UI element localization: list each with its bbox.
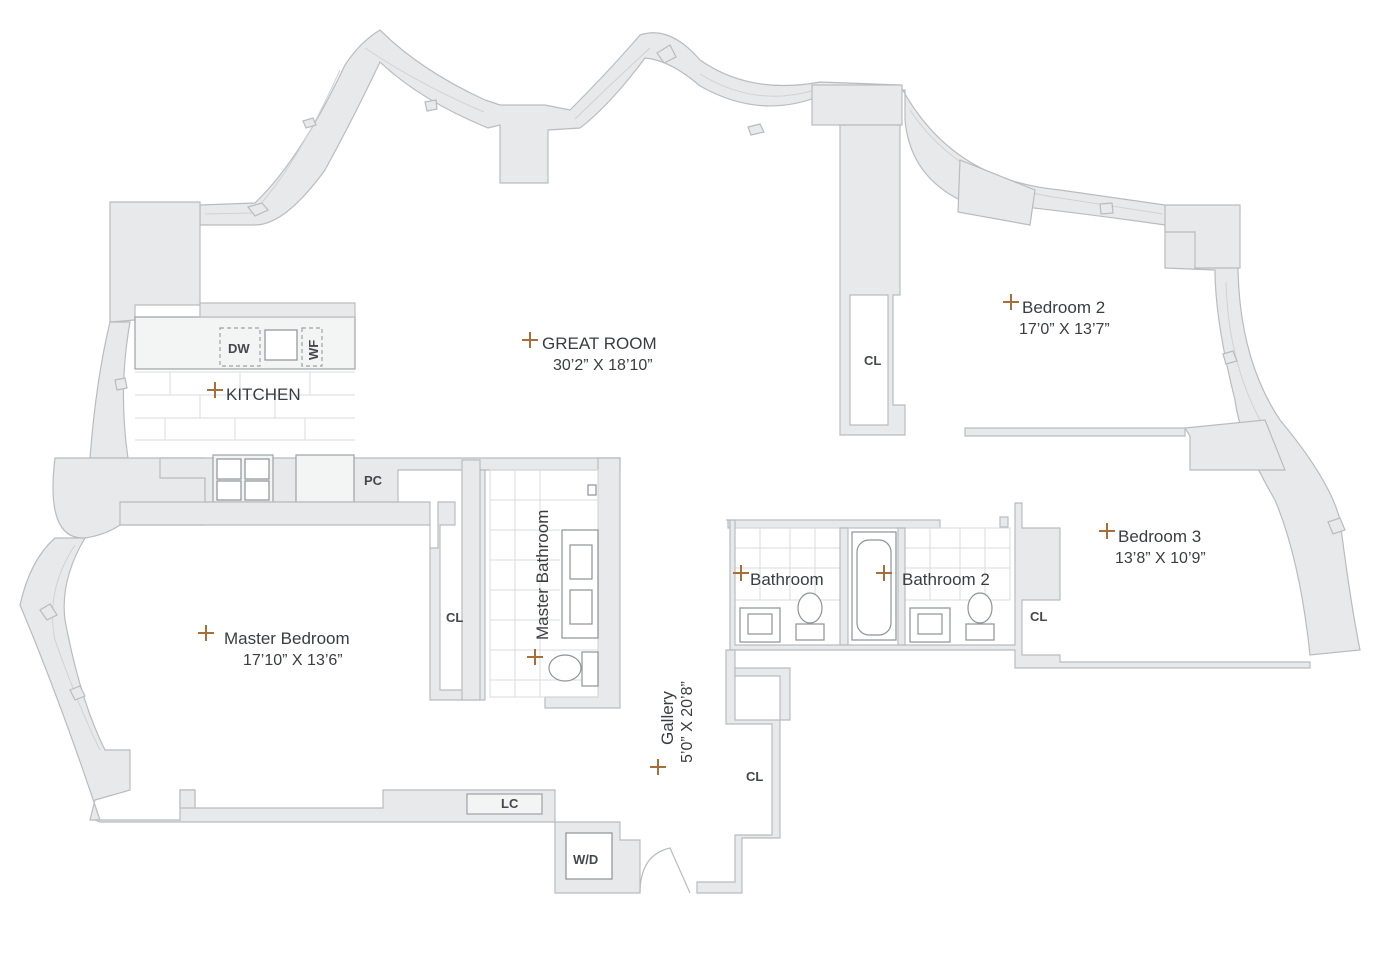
great-room-label: GREAT ROOM 30’2” X 18’10” [522,332,657,374]
bathroom2-label: Bathroom 2 [876,565,990,589]
bedroom3-label: Bedroom 3 13’8” X 10’9” [1099,523,1206,567]
kitchen-name: KITCHEN [226,385,301,404]
water-filter-tag: WF [306,340,321,360]
bathroom-label: Bathroom [733,565,824,589]
bedroom2-name: Bedroom 2 [1022,298,1105,317]
linen-closet-tag: LC [501,796,519,811]
great-room-dims: 30’2” X 18’10” [553,357,653,374]
west-wall [19,201,556,823]
pantry-closet-tag: PC [364,473,383,488]
kitchen-label: KITCHEN [207,382,301,404]
bedroom3-dims: 13’8” X 10’9” [1115,550,1206,567]
gallery-dims: 5’0” X 20’8” [679,681,696,763]
bedroom2-dims: 17’0” X 13’7” [1019,321,1110,338]
master-bedroom-name: Master Bedroom [224,629,350,648]
bedroom2-label: Bedroom 2 17’0” X 13’7” [1003,294,1110,338]
closet-tag-bedroom2: CL [864,353,881,368]
room-labels: GREAT ROOM 30’2” X 18’10” KITCHEN Bedroo… [198,294,1206,775]
great-room-name: GREAT ROOM [542,334,657,353]
closet-tag-bedroom3: CL [1030,609,1047,624]
closet-tag-gallery: CL [746,769,763,784]
master-suite-walls [119,457,621,709]
bathroom-name: Bathroom [750,570,824,589]
master-bathroom-name: Master Bathroom [533,510,552,640]
bedroom2-walls [839,124,1286,471]
closet-tag-master: CL [446,610,463,625]
kitchen-area [134,302,621,503]
bathrooms-area [466,502,1311,894]
master-bedroom-label: Master Bedroom 17’10” X 13’6” [198,625,350,669]
gallery-name: Gallery [658,691,677,745]
bedroom3-name: Bedroom 3 [1118,527,1201,546]
bathroom2-name: Bathroom 2 [902,570,990,589]
master-bathroom-label: Master Bathroom [527,510,552,665]
washer-dryer-tag: W/D [573,852,598,867]
master-bedroom-dims: 17’10” X 13’6” [243,652,343,669]
gallery-label: Gallery 5’0” X 20’8” [650,681,696,775]
dishwasher-tag: DW [228,341,250,356]
exterior-wall [199,29,1361,656]
fixture-tags: DW WF PC CL CL CL CL LC W/D [228,340,1047,867]
